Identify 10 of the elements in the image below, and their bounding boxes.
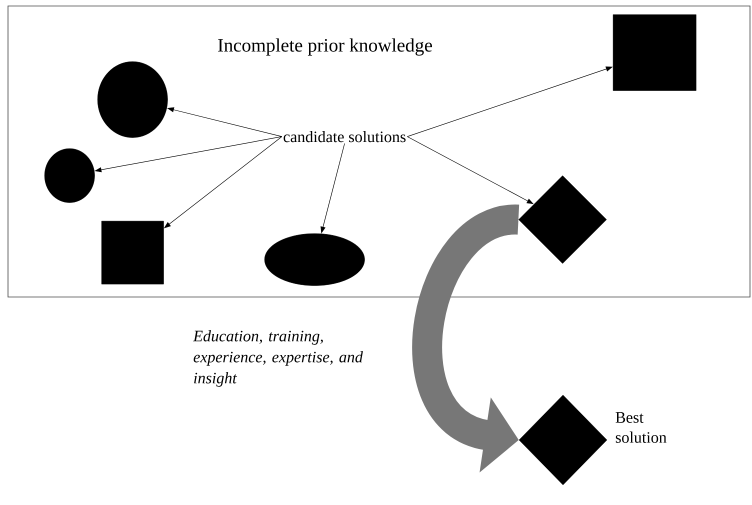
- diamond-shape: [518, 175, 607, 264]
- edge-label: Education, training, experience, expertise, and insight: [193, 330, 363, 387]
- text-label: candidate solutions: [284, 130, 406, 142]
- beside-text: Best solution: [616, 412, 667, 443]
- ellipse-shape: [264, 233, 365, 286]
- circle-shape: [97, 61, 168, 138]
- circle-shape: [44, 148, 95, 203]
- square-shape: [612, 14, 696, 91]
- diamond-shape: [518, 394, 608, 486]
- square-shape: [101, 220, 164, 284]
